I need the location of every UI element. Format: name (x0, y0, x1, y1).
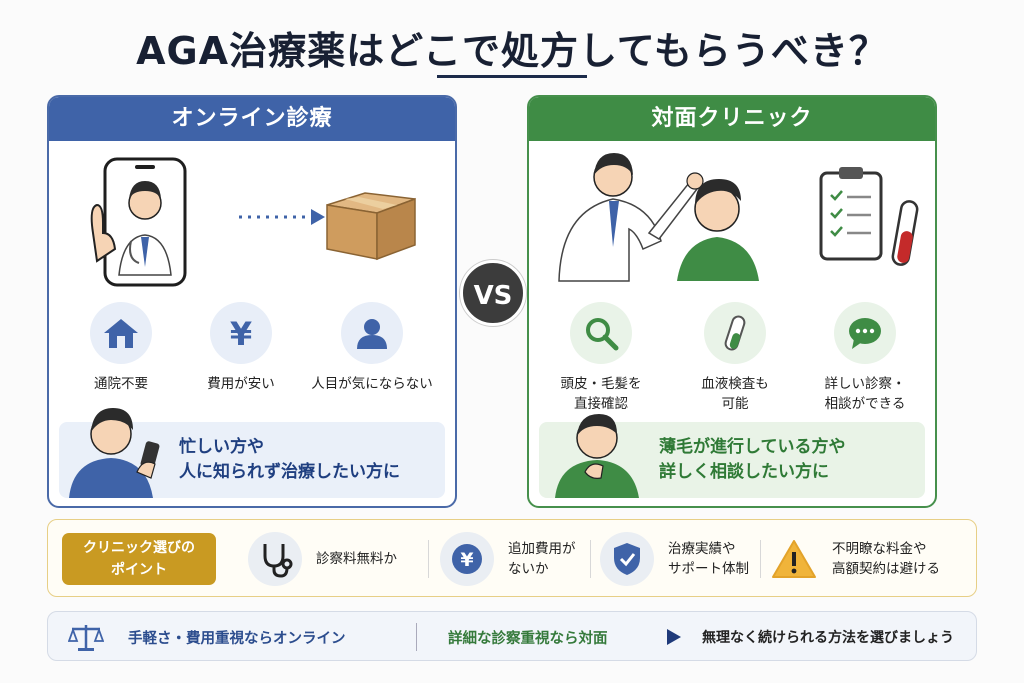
feature-no-visit: 通院不要 (56, 302, 186, 394)
feature-privacy: 人目が気にならない (307, 302, 437, 394)
point-track-record: 治療実績や サポート体制 (600, 530, 749, 588)
warning-icon (772, 540, 816, 578)
blood-test-tube-icon (891, 200, 919, 266)
feature-label-line1: 血液検査も (701, 376, 769, 392)
badge-line-2: ポイント (111, 562, 167, 578)
divider (760, 540, 761, 578)
point-free-consultation: 診察料無料か (248, 530, 397, 588)
clinic-illustration (558, 153, 919, 282)
parcel-box-icon (326, 192, 416, 261)
summary-online: 手軽さ・費用重視ならオンライン (128, 631, 346, 647)
house-icon (104, 319, 138, 348)
play-arrow-icon (667, 629, 681, 645)
divider (428, 540, 429, 578)
point-line-2: 高額契約は避ける (832, 561, 940, 577)
yen-icon: ¥ (230, 315, 252, 351)
shield-check-icon (614, 543, 640, 575)
feature-label-line1: 詳しい診察・ (824, 376, 906, 392)
person-icon (357, 319, 387, 349)
busy-person-with-phone-icon (69, 408, 160, 498)
point-line-1: 不明瞭な料金や (832, 541, 927, 557)
divider (590, 540, 591, 578)
target-line-1: 忙しい方や (179, 437, 264, 457)
point-line-1: 追加費用が (508, 541, 576, 557)
divider (416, 623, 417, 651)
feature-blood-test: 血液検査も 可能 (670, 302, 800, 414)
online-target-box: 忙しい方や 人に知られず治療したい方に (59, 408, 445, 498)
target-line-2: 人に知られず治療したい方に (179, 462, 400, 482)
feature-label: 人目が気にならない (311, 376, 433, 392)
page-title: AGA治療薬はどこで処方してもらうべき？ (136, 29, 888, 73)
svg-text:¥: ¥ (460, 549, 473, 571)
clipboard-checklist-icon (819, 167, 883, 261)
vs-badge: VS (460, 260, 526, 326)
clinic-target-box: 薄毛が進行している方や 詳しく相談したい方に (539, 414, 925, 498)
point-avoid-unclear-fees: 不明瞭な料金や 高額契約は避ける (770, 530, 940, 588)
point-line-2: サポート体制 (668, 561, 749, 577)
clinic-header: 対面クリニック (529, 97, 935, 141)
badge-line-1: クリニック選びの (83, 540, 195, 556)
title-underline (437, 75, 587, 78)
test-tube-icon (724, 315, 746, 351)
svg-text:¥: ¥ (230, 315, 252, 351)
chat-bubble-icon (849, 318, 881, 349)
summary-conclusion: 無理なく続けられる方法を選びましょう (702, 630, 954, 646)
feature-label-line2: 直接確認 (574, 396, 628, 412)
feature-label-line1: 頭皮・毛髪を (560, 376, 642, 392)
feature-label: 通院不要 (94, 376, 148, 392)
online-panel: オンライン診療 通院不要 ¥ 費用が安い (47, 95, 457, 508)
feature-consultation: 詳しい診察・ 相談ができる (800, 302, 930, 414)
arrow-right-icon (311, 209, 325, 225)
target-line-1: 薄毛が進行している方や (659, 437, 846, 457)
online-header: オンライン診療 (49, 97, 455, 141)
feature-low-cost: ¥ 費用が安い (176, 302, 306, 394)
feature-scalp-check: 頭皮・毛髪を 直接確認 (536, 302, 666, 414)
feature-label-line2: 可能 (721, 396, 749, 412)
online-illustration (90, 157, 416, 287)
point-line-1: 治療実績や (668, 541, 736, 557)
magnifier-icon (586, 318, 619, 351)
stethoscope-icon (263, 544, 293, 578)
feature-label: 費用が安い (207, 376, 275, 392)
summary-clinic: 詳細な診察重視なら対面 (448, 631, 608, 647)
doctor-examining-patient-icon (558, 153, 759, 282)
feature-label-line2: 相談ができる (824, 396, 906, 412)
point-extra-fees: ¥ 追加費用が ないか (440, 530, 576, 588)
summary-bar: 手軽さ・費用重視ならオンライン 詳細な診察重視なら対面 無理なく続けられる方法を… (47, 611, 977, 661)
target-line-2: 詳しく相談したい方に (659, 462, 829, 482)
balance-scale-icon (68, 625, 104, 651)
point-line-1: 診察料無料か (316, 551, 397, 567)
smartphone-doctor-icon (90, 157, 187, 287)
clinic-selection-points: クリニック選びの ポイント 診察料無料か ¥ 追加費用が ないか 治療実績や サ… (47, 519, 977, 597)
points-badge: クリニック選びの ポイント (62, 533, 216, 585)
yen-icon: ¥ (452, 544, 482, 574)
clinic-panel: 対面クリニック 頭皮・毛髪を 直接確認 (527, 95, 937, 508)
thinking-person-icon (555, 414, 639, 498)
point-line-2: ないか (508, 561, 549, 577)
